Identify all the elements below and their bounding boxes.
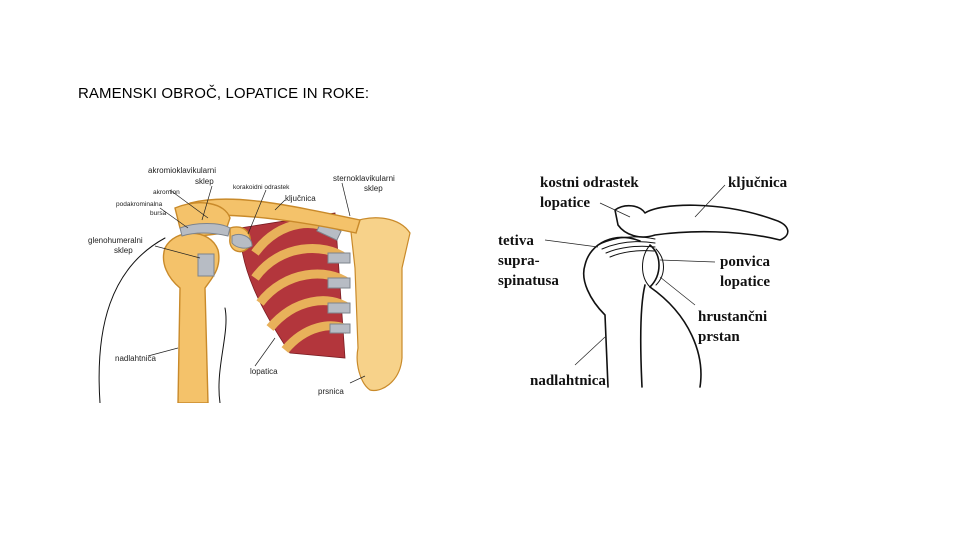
label-bursa: bursa (150, 210, 167, 217)
ribs (251, 219, 351, 354)
label-spinatusa: spinatusa (498, 273, 559, 289)
shoulder-anatomy-illustration: akromioklavikularni sklep akromion podak… (88, 166, 411, 403)
label-podakrominalna: podakrominalna (116, 201, 163, 208)
label-hrustancni: hrustančni (698, 309, 767, 325)
label-glenohumeralni: glenohumeralni (88, 236, 143, 245)
arm-outline (98, 237, 166, 403)
coracoid-cartilage (231, 233, 253, 249)
label-ponvica-lopatice: lopatice (720, 274, 770, 290)
supraspinatus-tendon (597, 236, 656, 258)
label-akromion: akromion (153, 189, 180, 196)
label-prstan: prstan (698, 329, 740, 345)
label-kljucnica-right: ključnica (728, 175, 788, 191)
humerus-shaft-outline (639, 284, 646, 388)
label-prsnica: prsnica (318, 387, 344, 396)
label-kostni-odrastek: kostni odrastek (540, 175, 639, 191)
label-nadlahtnica-right: nadlahtnica (530, 373, 606, 389)
bursa-cartilage (179, 223, 231, 237)
label-lopatica: lopatica (250, 367, 278, 376)
label-korakoidni-odrastek: korakoidni odrastek (233, 184, 290, 191)
label-kostni-lopatice: lopatice (540, 195, 590, 211)
shoulder-line-drawing: kostni odrastek lopatice ključnica tetiv… (498, 175, 789, 389)
sternum-bone (349, 217, 411, 392)
label-kljucnica: ključnica (285, 194, 316, 203)
label-sklep-ac: sklep (195, 177, 214, 186)
page-title: RAMENSKI OBROČ, LOPATICE IN ROKE: (78, 85, 370, 102)
glenoid-cartilage-outline (642, 244, 651, 288)
label-sklep-gleno: sklep (114, 246, 133, 255)
label-nadlahtnica: nadlahtnica (115, 354, 156, 363)
label-supra: supra- (498, 253, 540, 269)
clavicle-outline (614, 204, 789, 241)
label-akromioklavikularni: akromioklavikularni (148, 166, 216, 175)
label-sternoklavikularni: sternoklavikularni (333, 174, 395, 183)
chest-outline (218, 307, 227, 403)
label-tetiva: tetiva (498, 233, 534, 249)
label-ponvica: ponvica (720, 254, 771, 270)
scapula-outline (649, 244, 702, 388)
label-sklep-sterno: sklep (364, 184, 383, 193)
humerus-outline (583, 236, 641, 388)
glenoid-cartilage (197, 253, 215, 277)
